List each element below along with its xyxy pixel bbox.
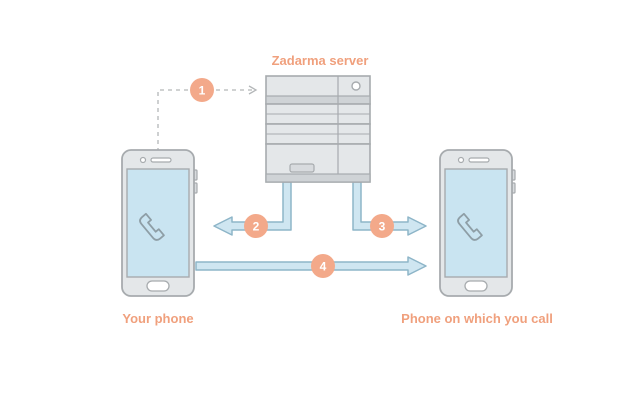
- step-badge-4: 4: [311, 254, 335, 278]
- target-phone-device: [439, 149, 516, 297]
- step-number-4: 4: [320, 260, 327, 274]
- step-number-3: 3: [379, 220, 386, 234]
- step-badge-1: 1: [190, 78, 214, 102]
- phone-handset-icon: [139, 212, 165, 241]
- step-badge-2: 2: [244, 214, 268, 238]
- server-label: Zadarma server: [271, 53, 369, 68]
- your-phone-label: Your phone: [122, 311, 194, 326]
- your-phone-device: [121, 149, 198, 297]
- step-number-2: 2: [253, 220, 260, 234]
- target-phone-label: Phone on which you call: [401, 311, 553, 326]
- phone-handset-icon: [457, 212, 483, 241]
- step-number-1: 1: [199, 84, 206, 98]
- step-badge-3: 3: [370, 214, 394, 238]
- server-rack-icon: [265, 75, 371, 183]
